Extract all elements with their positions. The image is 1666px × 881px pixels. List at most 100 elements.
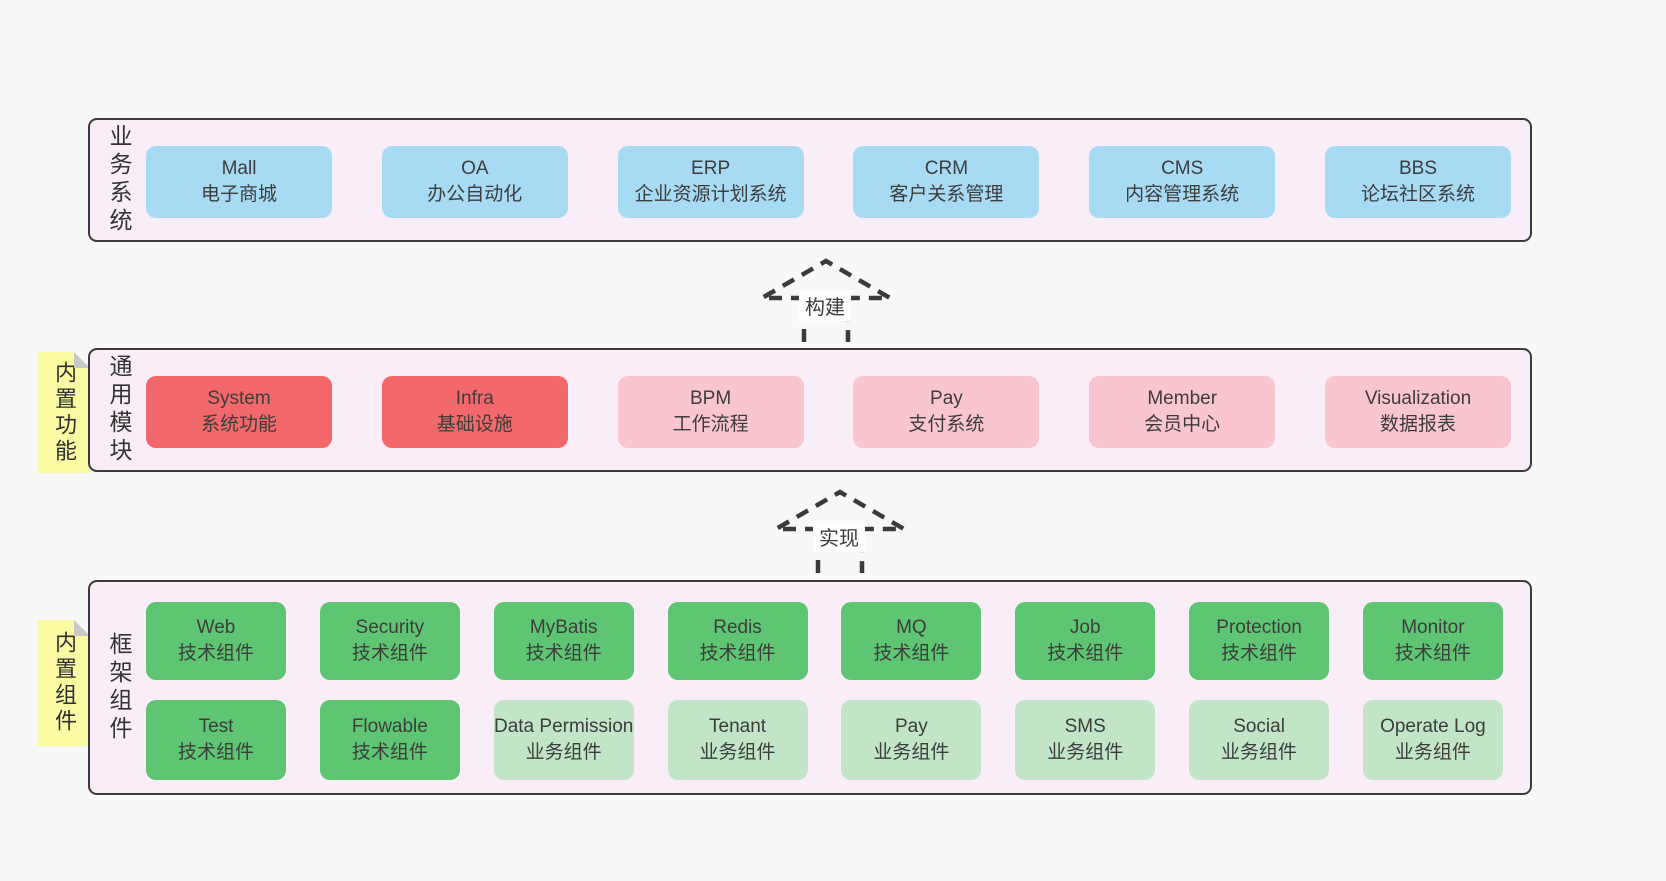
box-title: OA (461, 157, 489, 179)
box-sms: SMS 业务组件 (1015, 700, 1156, 780)
box-subtitle: 技术组件 (873, 643, 950, 664)
box-subtitle: 数据报表 (1379, 414, 1456, 435)
box-subtitle: 电子商城 (200, 184, 277, 205)
box-redis: Redis 技术组件 (667, 602, 808, 680)
box-title: Visualization (1364, 387, 1472, 409)
box-title: BPM (690, 387, 732, 409)
box-erp: ERP 企业资源计划系统 (617, 146, 804, 218)
box-subtitle: 技术组件 (1047, 643, 1124, 664)
box-title: BBS (1398, 157, 1437, 179)
box-test: Test 技术组件 (146, 700, 286, 780)
box-data-permission: Data Permission 业务组件 (493, 700, 634, 780)
box-title: Mall (221, 157, 257, 179)
box-title: SMS (1064, 715, 1106, 737)
box-bpm: BPM 工作流程 (617, 376, 804, 448)
band-common-modules: 通用模块 System 系统功能 Infra 基础设施 BPM 工作流程 Pay… (88, 348, 1532, 472)
box-title: Redis (713, 616, 762, 638)
box-subtitle: 技术组件 (1221, 643, 1298, 664)
box-protection: Protection 技术组件 (1189, 602, 1330, 680)
box-cms: CMS 内容管理系统 (1089, 146, 1276, 218)
sticky-note-builtin-components: 内置组件 (38, 620, 90, 746)
sticky-note-text: 内置组件 (52, 631, 77, 735)
sticky-note-builtin-features: 内置功能 (38, 352, 90, 473)
arrow-implement-label: 实现 (812, 521, 865, 552)
box-title: Flowable (351, 715, 428, 737)
box-subtitle: 业务组件 (1221, 742, 1298, 763)
box-subtitle: 会员中心 (1144, 414, 1221, 435)
sticky-note-text: 内置功能 (52, 360, 77, 465)
box-crm: CRM 客户关系管理 (853, 146, 1040, 218)
box-oa: OA 办公自动化 (381, 146, 568, 218)
box-title: Pay (930, 387, 963, 409)
box-subtitle: 技术组件 (699, 643, 776, 664)
box-subtitle: 业务组件 (525, 742, 602, 763)
box-bbs: BBS 论坛社区系统 (1324, 146, 1511, 218)
box-title: Social (1233, 715, 1285, 737)
box-title: Web (196, 616, 236, 638)
box-subtitle: 技术组件 (177, 742, 254, 763)
box-title: ERP (691, 157, 731, 179)
box-subtitle: 支付系统 (908, 414, 985, 435)
band-business-systems: 业务系统 Mall 电子商城 OA 办公自动化 ERP 企业资源计划系统 CRM… (88, 118, 1532, 242)
box-title: CMS (1161, 157, 1204, 179)
box-subtitle: 业务组件 (1394, 742, 1471, 763)
box-subtitle: 内容管理系统 (1125, 184, 1240, 205)
box-social: Social 业务组件 (1189, 700, 1330, 780)
box-title: Test (198, 715, 234, 737)
box-title: Protection (1216, 616, 1302, 638)
box-flowable: Flowable 技术组件 (319, 700, 460, 780)
box-security: Security 技术组件 (319, 602, 460, 680)
box-subtitle: 企业资源计划系统 (634, 184, 787, 205)
box-subtitle: 技术组件 (1394, 643, 1471, 664)
box-title: MQ (896, 616, 927, 638)
box-mq: MQ 技术组件 (841, 602, 982, 680)
box-subtitle: 系统功能 (200, 414, 277, 435)
box-title: Infra (455, 387, 494, 409)
band-label-business-systems: 业务系统 (106, 124, 132, 236)
box-subtitle: 办公自动化 (427, 184, 523, 205)
box-title: Operate Log (1380, 715, 1486, 737)
box-title: System (207, 387, 271, 409)
box-title: Security (355, 616, 425, 638)
box-visualization: Visualization 数据报表 (1324, 376, 1511, 448)
box-mall: Mall 电子商城 (146, 146, 332, 218)
box-title: Tenant (709, 715, 767, 737)
box-subtitle: 业务组件 (873, 742, 950, 763)
box-web: Web 技术组件 (146, 602, 286, 680)
arrow-build: 构建 (753, 256, 899, 342)
box-operate-log: Operate Log 业务组件 (1362, 700, 1503, 780)
arrow-build-label: 构建 (798, 290, 851, 321)
box-title: Data Permission (493, 715, 634, 737)
box-title: Pay (895, 715, 928, 737)
box-subtitle: 工作流程 (672, 414, 749, 435)
box-subtitle: 业务组件 (699, 742, 776, 763)
box-subtitle: 业务组件 (1047, 742, 1124, 763)
box-job: Job 技术组件 (1015, 602, 1156, 680)
framework-components-row-2: Test 技术组件 Flowable 技术组件 Data Permission … (146, 700, 1503, 780)
box-subtitle: 技术组件 (351, 643, 428, 664)
box-title: Member (1147, 387, 1218, 409)
box-mybatis: MyBatis 技术组件 (493, 602, 634, 680)
box-subtitle: 客户关系管理 (889, 184, 1004, 205)
box-pay-module: Pay 支付系统 (853, 376, 1040, 448)
box-subtitle: 论坛社区系统 (1360, 184, 1475, 205)
common-modules-row: System 系统功能 Infra 基础设施 BPM 工作流程 Pay 支付系统… (146, 376, 1511, 448)
business-systems-row: Mall 电子商城 OA 办公自动化 ERP 企业资源计划系统 CRM 客户关系… (146, 146, 1511, 218)
box-title: CRM (924, 157, 969, 179)
box-system: System 系统功能 (146, 376, 332, 448)
box-subtitle: 技术组件 (177, 643, 254, 664)
box-tenant: Tenant 业务组件 (667, 700, 808, 780)
box-pay-component: Pay 业务组件 (841, 700, 982, 780)
box-monitor: Monitor 技术组件 (1362, 602, 1503, 680)
box-subtitle: 技术组件 (525, 643, 602, 664)
box-title: MyBatis (529, 616, 598, 638)
framework-components-row-1: Web 技术组件 Security 技术组件 MyBatis 技术组件 Redi… (146, 602, 1503, 680)
band-framework-components: 框架组件 Web 技术组件 Security 技术组件 MyBatis 技术组件… (88, 580, 1532, 795)
box-subtitle: 技术组件 (351, 742, 428, 763)
box-title: Monitor (1401, 616, 1465, 638)
box-member: Member 会员中心 (1089, 376, 1276, 448)
band-label-common-modules: 通用模块 (106, 354, 132, 466)
box-subtitle: 基础设施 (436, 414, 513, 435)
box-infra: Infra 基础设施 (381, 376, 568, 448)
